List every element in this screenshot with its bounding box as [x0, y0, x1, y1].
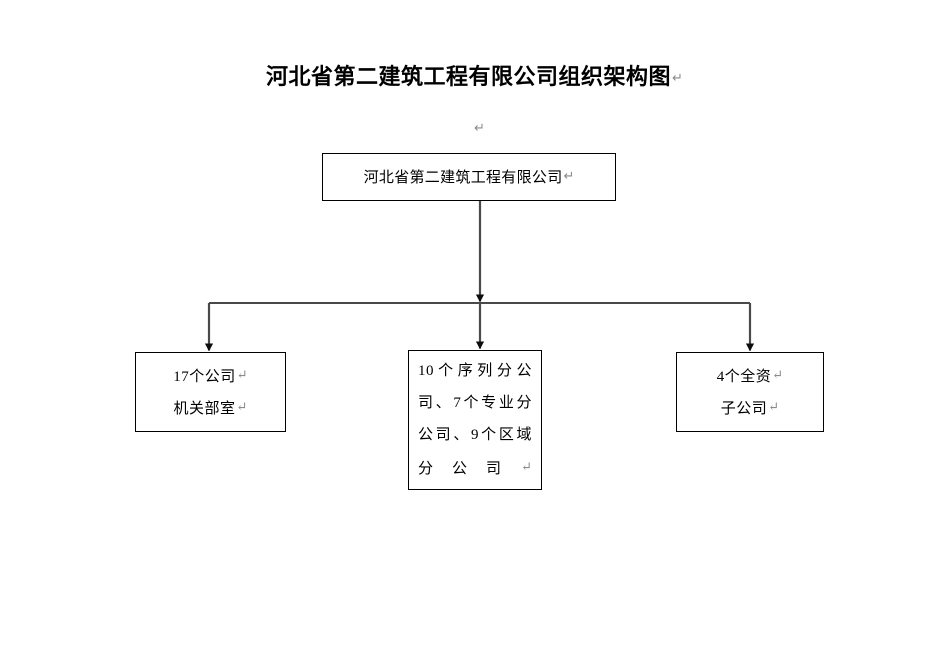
page-title-text: 河北省第二建筑工程有限公司组织架构图 [266, 64, 672, 89]
org-node-branches[interactable]: 10个序列分公司、7个专业分公司、9个区域分公司↵ [408, 350, 542, 490]
paragraph-mark-icon: ↵ [772, 367, 784, 382]
paragraph-mark-icon: ↵ [236, 399, 248, 414]
org-node-subsidiaries-text: 4个全资↵ 子公司↵ [691, 360, 809, 424]
org-node-root[interactable]: 河北省第二建筑工程有限公司↵ [322, 153, 616, 201]
org-node-branches-label: 10个序列分公司、7个专业分公司、9个区域分公司 [418, 363, 532, 477]
org-node-departments[interactable]: 17个公司↵ 机关部室↵ [135, 352, 286, 432]
org-node-departments-line-1: 17个公司↵ [151, 360, 271, 392]
paragraph-mark-icon: ↵ [768, 399, 780, 414]
paragraph-mark-icon: ↵ [672, 70, 683, 85]
org-node-departments-label-2: 机关部室 [173, 401, 236, 417]
org-node-subsidiaries-label-2: 子公司 [720, 401, 768, 417]
org-node-root-label: 河北省第二建筑工程有限公司 [363, 169, 563, 186]
org-node-subsidiaries-label-1: 4个全资 [716, 369, 772, 385]
org-node-subsidiaries-line-2: 子公司↵ [691, 392, 809, 424]
org-node-departments-label-1: 17个公司 [173, 369, 236, 385]
paragraph-mark-icon: ↵ [563, 168, 575, 183]
org-node-subsidiaries[interactable]: 4个全资↵ 子公司↵ [676, 352, 824, 432]
org-node-departments-text: 17个公司↵ 机关部室↵ [151, 360, 271, 424]
paragraph-mark-icon: ↵ [521, 459, 532, 474]
empty-paragraph-mark-icon: ↵ [474, 120, 485, 135]
org-node-root-text: 河北省第二建筑工程有限公司↵ [364, 166, 575, 188]
org-node-departments-line-2: 机关部室↵ [151, 392, 271, 424]
paragraph-mark-icon: ↵ [236, 367, 248, 382]
org-node-branches-text: 10个序列分公司、7个专业分公司、9个区域分公司↵ [418, 355, 532, 485]
org-node-subsidiaries-line-1: 4个全资↵ [691, 360, 809, 392]
page-title: 河北省第二建筑工程有限公司组织架构图↵ [0, 62, 949, 93]
